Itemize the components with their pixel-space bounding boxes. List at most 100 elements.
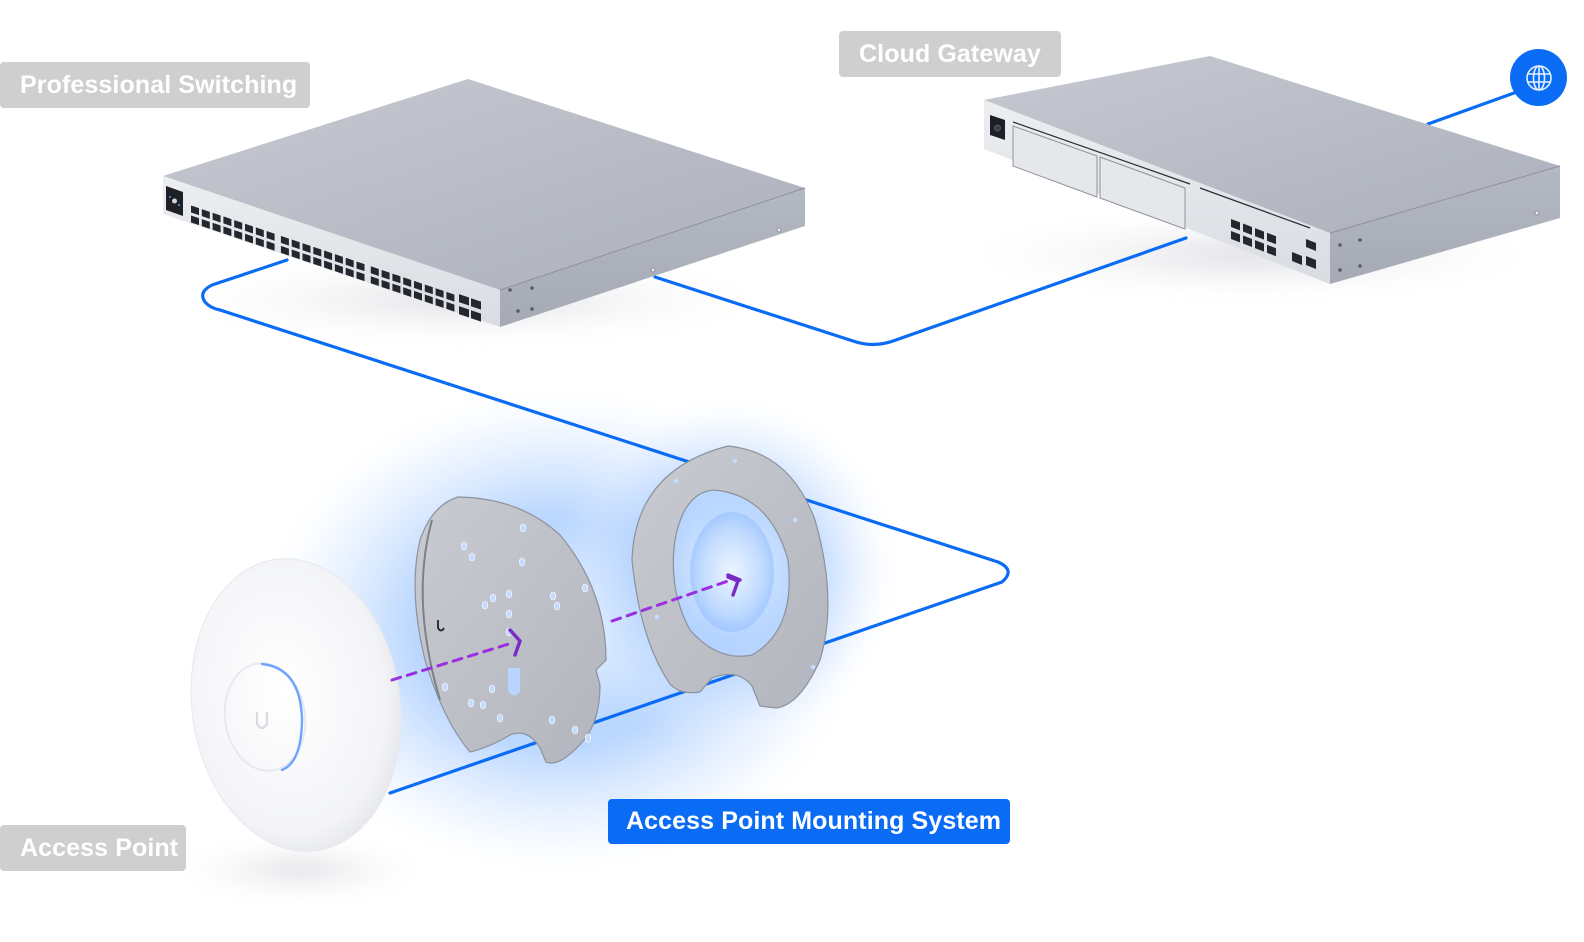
switch-port	[435, 298, 444, 308]
drive-bay-2[interactable]	[1099, 156, 1186, 230]
switch-port	[302, 243, 311, 253]
assembly-arrows	[390, 573, 742, 682]
switch-port	[334, 264, 343, 274]
switch-port	[191, 205, 199, 216]
gateway-wan-port	[1292, 252, 1302, 265]
switch-port	[245, 233, 253, 244]
switch-sfp-port	[459, 306, 469, 318]
switch-port	[302, 253, 311, 263]
switch-port	[381, 279, 390, 290]
switch-port	[324, 260, 333, 271]
switch-port	[313, 256, 322, 267]
assembly-arrow-ap-to-plate	[390, 641, 514, 682]
switch-port	[414, 280, 422, 291]
mounting-plate-holes	[441, 523, 592, 743]
gateway-side	[1330, 166, 1560, 284]
mounting-hole	[441, 682, 449, 692]
gateway-lan-port	[1255, 240, 1264, 252]
switch-port	[223, 216, 232, 227]
mounting-hole	[549, 591, 557, 601]
gateway-lan-port	[1255, 228, 1264, 240]
switch-port	[446, 301, 455, 312]
switch-port	[245, 223, 253, 234]
mounting-hole	[553, 601, 561, 611]
switch-port	[334, 254, 343, 264]
switch-port	[324, 250, 333, 261]
switch-port	[212, 222, 221, 233]
ubiquiti-logo	[255, 711, 269, 730]
switch-port	[446, 291, 455, 302]
switch-sfp-port	[471, 298, 481, 310]
switch-port	[313, 246, 322, 257]
switch-port	[234, 230, 243, 240]
mounting-hole	[489, 593, 497, 603]
mounting-hole	[518, 557, 526, 567]
switch-port	[234, 220, 243, 230]
switch-port	[255, 227, 264, 238]
arrow-head-2	[726, 573, 742, 597]
mounting-hole	[519, 523, 527, 533]
link-internet-gateway	[1426, 91, 1516, 126]
switch-port	[392, 283, 401, 294]
gateway-port-array	[1231, 218, 1276, 257]
switch-port	[191, 215, 199, 226]
switch-front	[163, 176, 500, 327]
mounting-hole	[505, 609, 513, 619]
cloud-gateway-device[interactable]	[984, 56, 1561, 284]
switch-sfp-port	[471, 310, 481, 322]
network-links	[201, 91, 1516, 795]
switch-port	[266, 241, 275, 251]
switch-port	[392, 273, 401, 284]
professional-switch-device[interactable]	[163, 79, 806, 327]
switch-port	[345, 267, 354, 278]
switch-port	[414, 290, 422, 301]
mounting-hole	[479, 700, 487, 710]
drive-bay-1[interactable]	[1012, 125, 1098, 198]
access-point-led-ring	[260, 662, 304, 772]
gateway-top	[984, 56, 1560, 233]
gateway-sfp-2	[1306, 256, 1316, 269]
switch-port	[381, 269, 390, 280]
switch-port	[356, 271, 365, 282]
switch-side	[500, 188, 805, 327]
mounting-ring-body	[631, 445, 829, 709]
internet-node[interactable]	[1510, 49, 1567, 106]
gateway-lan-port	[1243, 223, 1252, 236]
mounting-hole	[460, 541, 468, 551]
mounting-hole	[548, 715, 556, 725]
mounting-hole	[467, 698, 475, 708]
gateway-lan-port	[1231, 218, 1240, 231]
switch-port	[291, 239, 300, 250]
mounting-ring[interactable]	[631, 445, 829, 709]
switch-port	[345, 257, 354, 268]
label-access-point: Access Point	[0, 825, 186, 871]
switch-port	[280, 235, 289, 246]
mounting-hole	[571, 725, 579, 735]
switch-port	[280, 245, 289, 256]
gateway-lan-port	[1231, 230, 1240, 243]
switch-port	[201, 219, 210, 229]
mounting-hole	[481, 600, 489, 610]
label-professional-switching: Professional Switching	[0, 62, 310, 108]
gateway-lan-port	[1243, 235, 1252, 248]
link-gateway-switch	[653, 236, 1188, 347]
access-point-center-ring	[223, 662, 307, 772]
assembly-arrow-plate-to-ring	[610, 579, 730, 623]
switch-port	[424, 284, 433, 295]
mounting-hole	[496, 713, 504, 723]
switch-port	[223, 226, 232, 237]
gateway-lan-port	[1267, 244, 1276, 257]
access-point-device[interactable]	[173, 545, 420, 865]
switch-port	[403, 287, 412, 297]
label-access-point-mounting-system[interactable]: Access Point Mounting System	[608, 799, 1010, 844]
arrow-head-1	[508, 628, 522, 657]
switch-port	[291, 249, 300, 260]
access-point-body	[190, 558, 402, 852]
mounting-hole	[468, 552, 476, 562]
switch-port	[435, 288, 444, 298]
mounting-hole	[584, 733, 592, 743]
switch-port	[370, 276, 379, 287]
label-cloud-gateway: Cloud Gateway	[839, 31, 1061, 77]
switch-port-array	[191, 205, 481, 322]
